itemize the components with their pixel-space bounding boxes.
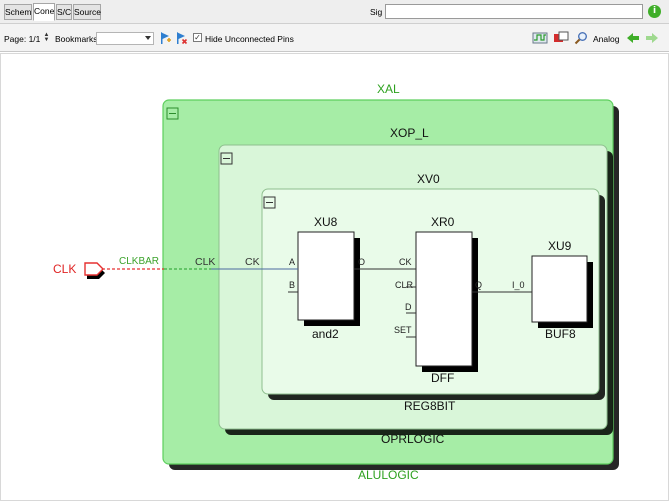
pin-xu9-i0: I_0 xyxy=(512,280,525,290)
gate-xu9[interactable] xyxy=(531,255,588,323)
block-xop-l-type: OPRLOGIC xyxy=(381,432,445,446)
chevron-down-icon xyxy=(145,36,151,40)
page-spinner[interactable]: ▲▼ xyxy=(43,32,50,43)
back-arrow-icon[interactable] xyxy=(626,31,640,45)
info-icon[interactable]: i xyxy=(648,5,661,18)
collapse-xal-icon[interactable] xyxy=(166,107,179,120)
stop-icon[interactable] xyxy=(553,31,569,45)
net-clk-label: CLK xyxy=(195,256,216,268)
tab-sc[interactable]: S/C xyxy=(56,4,72,20)
bookmarks-select[interactable] xyxy=(96,32,154,45)
hide-pins-checkbox[interactable]: ✓ xyxy=(193,33,202,42)
page-label: Page: 1/1 xyxy=(4,34,41,44)
toolbar: Page: 1/1 ▲▼ Bookmarks: ✓ Hide Unconnect… xyxy=(0,24,669,52)
tab-schem[interactable]: Schem xyxy=(4,4,32,20)
bookmarks-label: Bookmarks: xyxy=(55,34,100,44)
gate-xu9-name: XU9 xyxy=(548,239,572,253)
port-clk-label: CLK xyxy=(53,262,77,276)
pin-xr0-q: Q xyxy=(475,280,483,290)
schematic-drawing xyxy=(84,99,619,470)
pin-xu8-o: O xyxy=(358,257,366,267)
tab-cone[interactable]: Cone xyxy=(33,3,55,21)
gate-xu9-type: BUF8 xyxy=(545,327,576,341)
block-xal-type: ALULOGIC xyxy=(358,468,419,482)
port-clk[interactable] xyxy=(84,262,104,276)
net-ck-label: CK xyxy=(245,256,260,268)
pin-xu8-b: B xyxy=(289,280,296,290)
schematic-canvas[interactable]: XAL ALULOGIC XOP_L OPRLOGIC XV0 REG8BIT … xyxy=(0,53,669,501)
block-xv0-type: REG8BIT xyxy=(404,399,456,413)
pin-xr0-ck: CK xyxy=(399,257,412,267)
gate-xu8-type: and2 xyxy=(312,327,339,341)
forward-arrow-icon[interactable] xyxy=(645,31,659,45)
bookmark-add-icon[interactable] xyxy=(158,31,172,45)
tab-source[interactable]: Source xyxy=(73,4,101,20)
gate-xu8[interactable] xyxy=(297,231,355,321)
block-xal-name: XAL xyxy=(377,82,400,96)
analog-label[interactable]: Analog xyxy=(593,34,620,44)
pin-xr0-set: SET xyxy=(394,325,412,335)
collapse-xop-l-icon[interactable] xyxy=(220,152,233,165)
gate-xr0-name: XR0 xyxy=(431,215,455,229)
search-icon[interactable] xyxy=(574,31,588,45)
sig-input[interactable] xyxy=(385,4,643,19)
pin-xu8-a: A xyxy=(289,257,296,267)
block-xop-l-name: XOP_L xyxy=(390,126,429,140)
gate-xr0[interactable] xyxy=(415,231,473,367)
bookmark-remove-icon[interactable] xyxy=(174,31,188,45)
gate-xr0-type: DFF xyxy=(431,371,455,385)
collapse-xv0-icon[interactable] xyxy=(263,196,276,209)
pin-xr0-d: D xyxy=(405,302,412,312)
pin-xr0-clr: CLR xyxy=(395,280,414,290)
gate-xu8-name: XU8 xyxy=(314,215,338,229)
hide-pins-label: Hide Unconnected Pins xyxy=(205,34,294,44)
sig-label: Sig xyxy=(370,7,383,17)
net-clkbar-label: CLKBAR xyxy=(119,256,160,267)
block-xv0-name: XV0 xyxy=(417,172,440,186)
top-tab-bar: Schem Cone S/C Source Sig i xyxy=(0,0,669,24)
waveform-icon[interactable] xyxy=(532,31,548,45)
